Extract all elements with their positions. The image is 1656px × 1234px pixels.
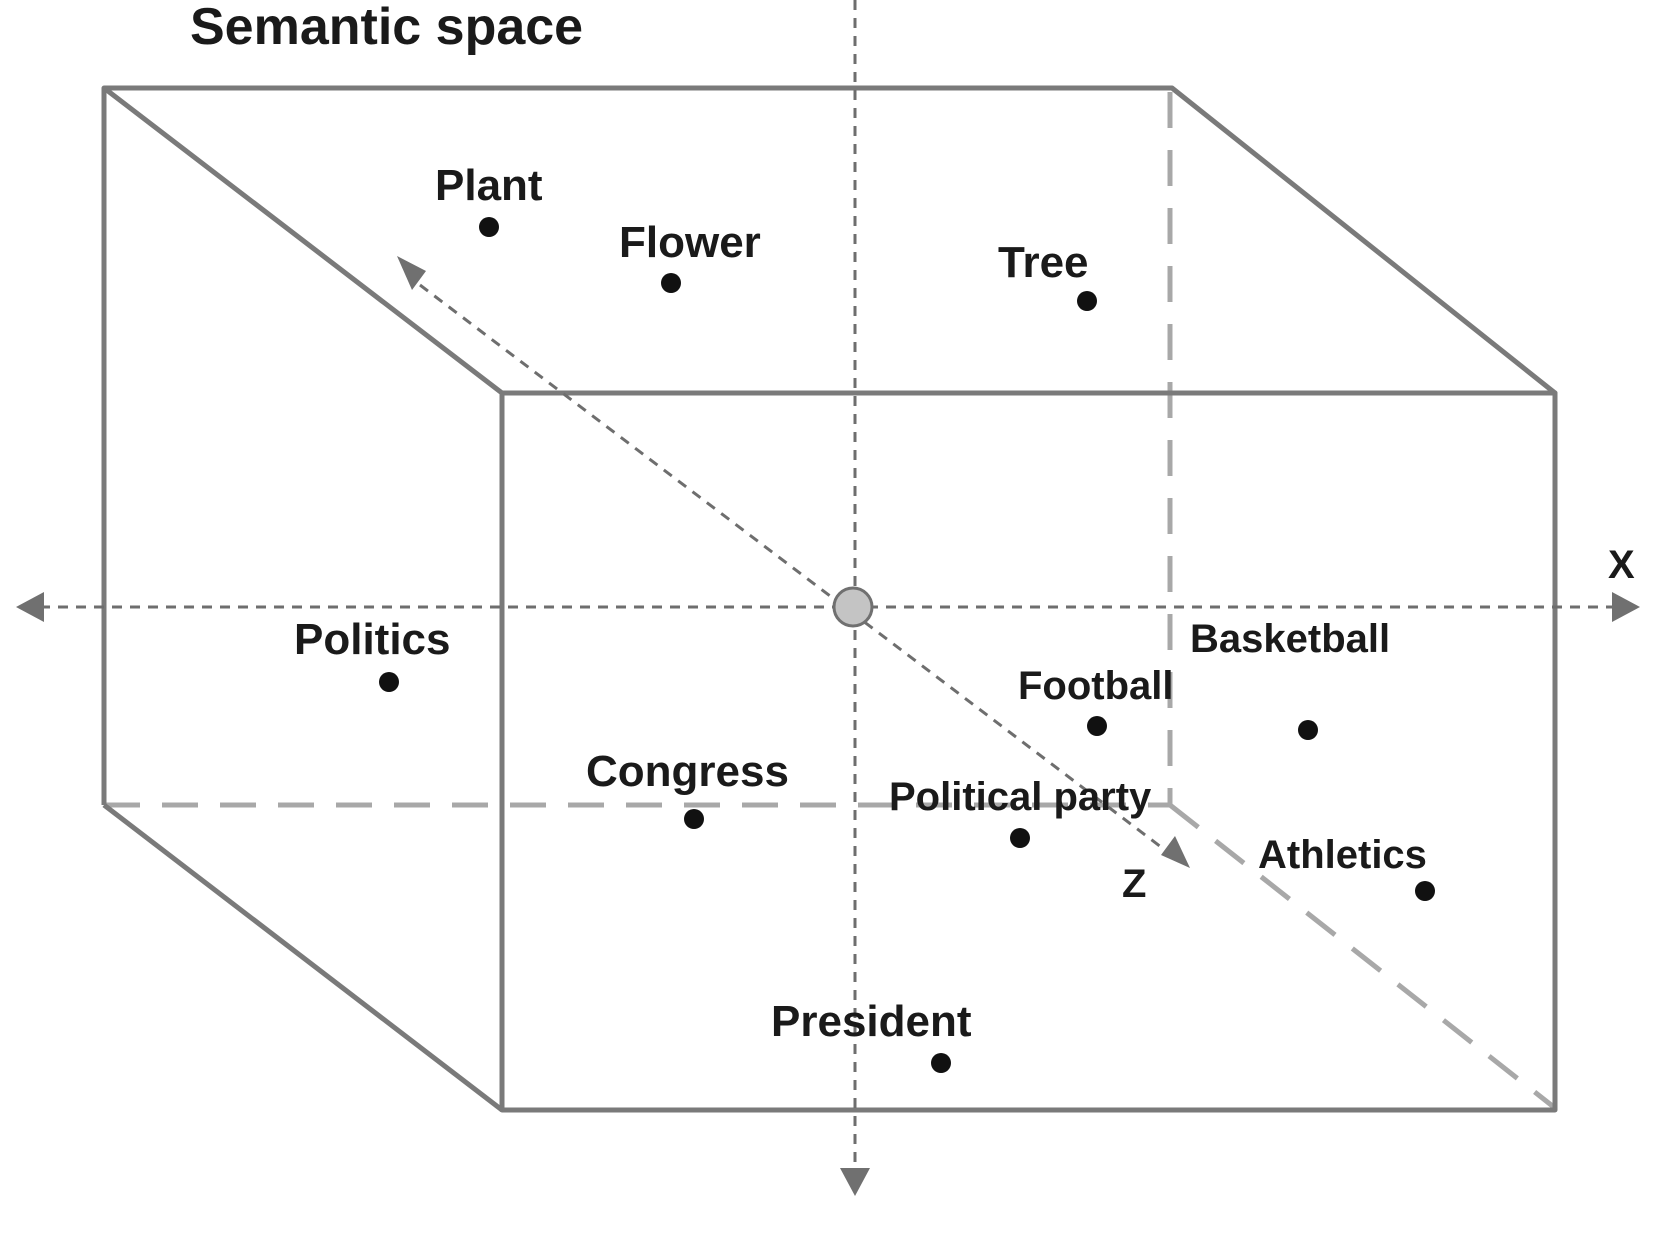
word-political-party: Political party — [889, 775, 1152, 848]
word-dot — [479, 217, 499, 237]
word-label: Athletics — [1258, 833, 1427, 877]
x-axis-label: X — [1608, 543, 1635, 587]
word-dot — [1010, 828, 1030, 848]
word-points: Plant Flower Tree Politics Basketball Fo… — [294, 161, 1435, 1073]
word-label: Tree — [998, 238, 1089, 287]
box-top-face — [101, 85, 1558, 396]
box-outline — [101, 85, 1558, 1113]
word-label: Football — [1018, 664, 1174, 708]
z-axis-line — [419, 283, 1166, 852]
word-dot — [1087, 716, 1107, 736]
word-label: Political party — [889, 775, 1152, 819]
word-dot — [1077, 291, 1097, 311]
hidden-edge-diagonal — [1168, 803, 1557, 1110]
box-front-face — [499, 390, 1558, 1113]
axes — [16, 0, 1640, 1196]
word-congress: Congress — [586, 747, 789, 829]
word-dot — [1415, 881, 1435, 901]
word-politics: Politics — [294, 615, 451, 692]
hidden-box-edges — [104, 92, 1557, 1110]
word-dot — [684, 809, 704, 829]
word-dot — [1298, 720, 1318, 740]
word-president: President — [771, 997, 972, 1073]
word-flower: Flower — [619, 218, 761, 293]
word-label: Congress — [586, 747, 789, 796]
word-dot — [661, 273, 681, 293]
word-football: Football — [1018, 664, 1174, 736]
word-label: Politics — [294, 615, 451, 664]
word-label: President — [771, 997, 972, 1046]
origin-marker — [832, 586, 874, 628]
y-axis-down-arrow — [840, 1168, 870, 1196]
word-basketball: Basketball — [1190, 617, 1390, 740]
word-tree: Tree — [998, 238, 1097, 311]
z-axis-front-arrow — [1161, 836, 1190, 868]
word-label: Flower — [619, 218, 761, 267]
z-axis-label: Z — [1122, 862, 1146, 906]
word-label: Plant — [435, 161, 543, 210]
z-axis-back-arrow — [397, 256, 426, 290]
word-athletics: Athletics — [1258, 833, 1435, 901]
word-dot — [379, 672, 399, 692]
x-axis-left-arrow — [16, 592, 44, 622]
word-label: Basketball — [1190, 617, 1390, 661]
word-dot — [931, 1053, 951, 1073]
diagram-title: Semantic space — [190, 0, 583, 56]
word-plant: Plant — [435, 161, 543, 237]
x-axis-right-arrow — [1612, 592, 1640, 622]
box-bottom-left-edge — [102, 803, 504, 1112]
